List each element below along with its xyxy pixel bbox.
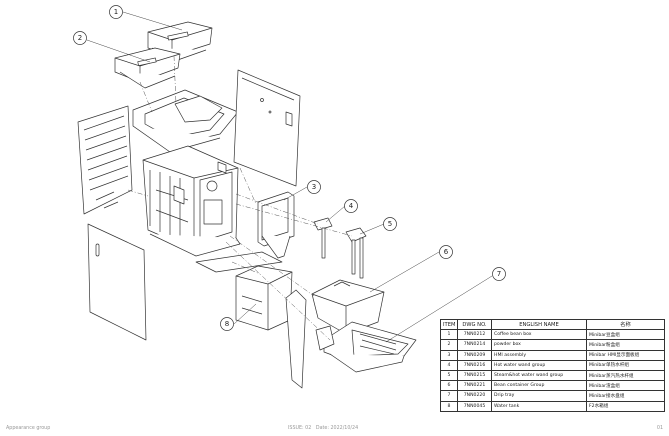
chinese-name-cell: Minibar渣盒组 <box>586 380 665 392</box>
chinese-name-cell: Minibar粉盒组 <box>586 339 665 351</box>
item-cell: 3 <box>440 349 458 361</box>
english-name-cell: Steam&hot water wand group <box>491 369 587 382</box>
header-dwg-no: DWG NO. <box>457 318 492 331</box>
header-english-name: ENGLISH NAME <box>491 318 587 331</box>
english-name-cell: Coffee bean box <box>491 329 587 341</box>
item-cell: 1 <box>440 329 458 341</box>
powder-box-part <box>114 47 181 89</box>
callout-bubble-7 <box>492 267 506 281</box>
dwg-cell: 7NN0215 <box>457 369 492 382</box>
table-row: 6 7NN0221 Bean container Group Minibar渣盒… <box>440 380 665 392</box>
callout-bubble-1 <box>109 5 123 19</box>
top-cover-part <box>132 89 239 153</box>
table-row: 2 7NN0214 powder box Minibar粉盒组 <box>440 339 665 351</box>
english-name-cell: Bean container Group <box>491 380 587 392</box>
dwg-cell: 7NN0221 <box>457 380 492 392</box>
hot-water-wand-part <box>313 217 333 259</box>
item-cell: 2 <box>440 339 458 351</box>
base-plate-part <box>195 251 283 273</box>
english-name-cell: Hot water wand group <box>491 359 587 371</box>
table-row: 8 7NN0045 Water tank F2水箱组 <box>440 400 665 412</box>
item-cell: 6 <box>440 380 458 392</box>
main-chassis-part <box>142 145 241 257</box>
rear-panel-part <box>233 69 301 187</box>
dwg-cell: 7NN0212 <box>457 329 492 341</box>
header-item: ITEM <box>440 318 458 331</box>
steam-wand-part <box>345 227 367 279</box>
water-tank-part <box>235 265 293 331</box>
footer-issue-date: ISSUE: 02 Date: 2022/10/24 <box>288 426 358 431</box>
english-name-cell: Drip tray <box>491 390 587 402</box>
hmi-assembly-part <box>257 191 295 259</box>
header-chinese-name: 名称 <box>586 318 665 331</box>
dwg-cell: 7NN0045 <box>457 400 492 412</box>
english-name-cell: HMI assembly <box>491 349 587 361</box>
dwg-cell: 7NN0214 <box>457 339 492 351</box>
dwg-cell: 7NN0216 <box>457 359 492 371</box>
callout-label-2: 2 <box>78 34 82 42</box>
table-row: 1 7NN0212 Coffee bean box Minibar豆盒组 <box>440 329 665 341</box>
callout-label-5: 5 <box>388 220 392 228</box>
item-cell: 8 <box>440 400 458 412</box>
footer-date: Date: 2022/10/24 <box>315 426 359 431</box>
callout-bubble-2 <box>73 31 87 45</box>
english-name-cell: Water tank <box>491 400 587 412</box>
chinese-name-cell: Minibar豆盒组 <box>586 329 665 341</box>
callout-bubble-6 <box>439 245 453 259</box>
table-row: 7 7NN0220 Drip tray Minibar接水盘组 <box>440 390 665 402</box>
table-row: 3 7NN0209 HMI assembly Minibar HMI显示面板组 <box>440 349 665 361</box>
item-cell: 5 <box>440 369 458 382</box>
dwg-cell: 7NN0220 <box>457 390 492 402</box>
callout-bubble-4 <box>344 199 358 213</box>
callout-bubble-3 <box>307 180 321 194</box>
left-side-panel-part <box>77 105 133 215</box>
front-right-strip-part <box>285 289 307 389</box>
table-row: 4 7NN0216 Hot water wand group Minibar单热… <box>440 359 665 371</box>
callout-label-6: 6 <box>444 248 449 256</box>
callout-label-1: 1 <box>114 8 118 16</box>
chinese-name-cell: Minibar蒸汽热水杆组 <box>586 369 665 382</box>
item-cell: 7 <box>440 390 458 402</box>
dwg-cell: 7NN0209 <box>457 349 492 361</box>
footer-title: Appearance group <box>6 426 51 431</box>
callout-label-3: 3 <box>312 183 316 191</box>
callout-label-4: 4 <box>349 202 354 210</box>
table-row: 5 7NN0215 Steam&hot water wand group Min… <box>440 369 665 382</box>
callout-bubble-8 <box>220 317 234 331</box>
callout-label-8: 8 <box>225 320 229 328</box>
bean-container-part <box>311 279 385 335</box>
callout-label-7: 7 <box>497 270 501 278</box>
parts-list-table: ITEM DWG NO. ENGLISH NAME 名称 1 7NN0212 C… <box>440 318 665 412</box>
item-cell: 4 <box>440 359 458 371</box>
table-header-row: ITEM DWG NO. ENGLISH NAME 名称 <box>440 318 665 331</box>
drip-tray-part <box>315 321 417 373</box>
chinese-name-cell: Minibar HMI显示面板组 <box>586 349 665 361</box>
footer-issue: ISSUE: 02 <box>288 426 312 431</box>
chinese-name-cell: Minibar单热水杆组 <box>586 359 665 371</box>
front-left-panel-part <box>87 223 147 341</box>
callout-leaders <box>86 11 493 343</box>
chinese-name-cell: F2水箱组 <box>586 400 665 412</box>
assembly-guide-lines <box>127 55 353 341</box>
chinese-name-cell: Minibar接水盘组 <box>586 390 665 402</box>
footer-page-number: 01 <box>656 426 663 431</box>
english-name-cell: powder box <box>491 339 587 351</box>
callout-bubble-5 <box>383 217 397 231</box>
